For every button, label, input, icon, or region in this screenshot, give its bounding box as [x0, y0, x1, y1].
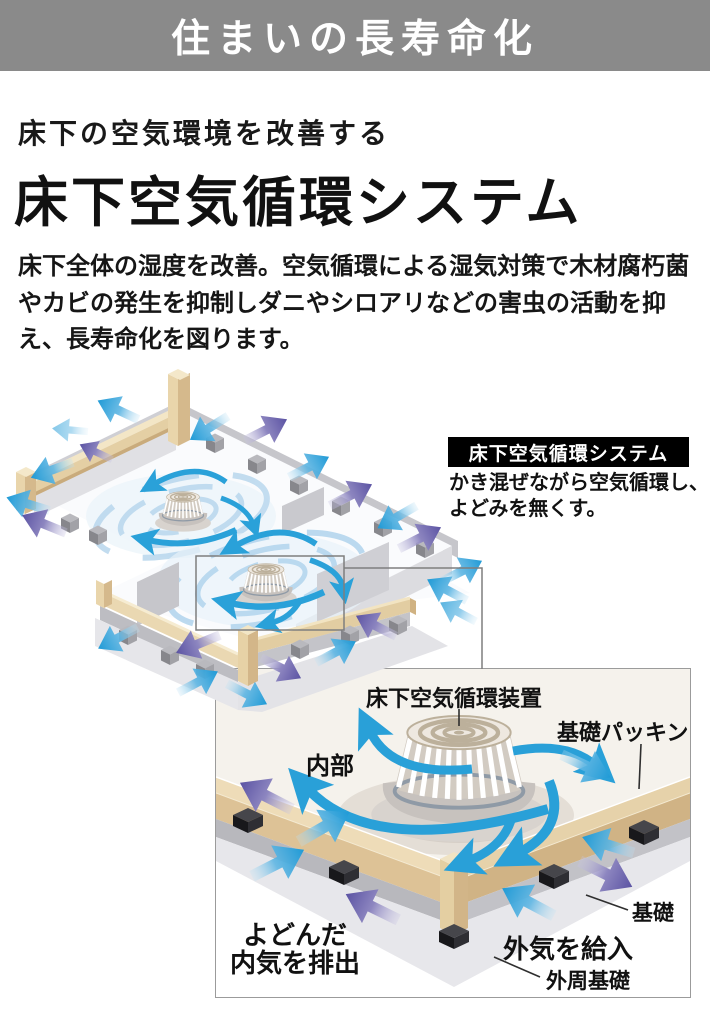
label-interior: 内部	[306, 753, 354, 780]
label-device: 床下空気循環装置	[366, 686, 543, 711]
callout-caption-line1: かき混ぜながら空気循環し、	[449, 472, 709, 494]
leader-lines	[458, 709, 642, 978]
label-exhaust-line1: よどんだ	[242, 920, 347, 950]
label-foundation: 基礎	[632, 902, 674, 925]
page-title: 床下空気循環システム	[14, 173, 583, 233]
corner-post	[238, 625, 258, 686]
label-exhaust-line2: 内気を排出	[229, 948, 360, 978]
top-banner: 住まいの長寿命化	[0, 0, 710, 71]
detail-diagram-art	[216, 669, 690, 987]
label-exhaust: よどんだ 内気を排出	[220, 921, 370, 977]
callout-caption-line2: よどみを無くす。	[449, 498, 607, 520]
label-foundation-packing: 基礎パッキン	[557, 720, 689, 745]
corner-post	[440, 852, 468, 935]
corner-post	[168, 369, 190, 446]
detail-diagram: 床下空気循環装置 基礎パッキン 内部 よどんだ 内気を排出 外気を給入 基礎 外…	[215, 668, 691, 998]
callout-caption: かき混ぜながら空気循環し、 よどみを無くす。	[449, 470, 710, 522]
circulation-arrows	[288, 707, 616, 875]
leader-line	[344, 567, 483, 669]
circulation-arrows	[130, 468, 355, 634]
intro-paragraph: 床下全体の湿度を改善。空気循環による湿気対策で木材腐朽菌やカビの発生を抑制しダニ…	[18, 253, 690, 353]
callout-rect	[195, 555, 483, 669]
page-subtitle: 床下の空気環境を改善する	[18, 119, 391, 150]
overview-diagram	[2, 369, 489, 718]
banner-title: 住まいの長寿命化	[170, 17, 539, 61]
label-perimeter-foundation: 外周基礎	[546, 970, 630, 993]
perimeter-slab	[216, 837, 690, 987]
label-intake: 外気を給入	[503, 934, 634, 964]
corner-post	[96, 580, 112, 608]
callout-title: 床下空気循環システム	[448, 437, 689, 467]
